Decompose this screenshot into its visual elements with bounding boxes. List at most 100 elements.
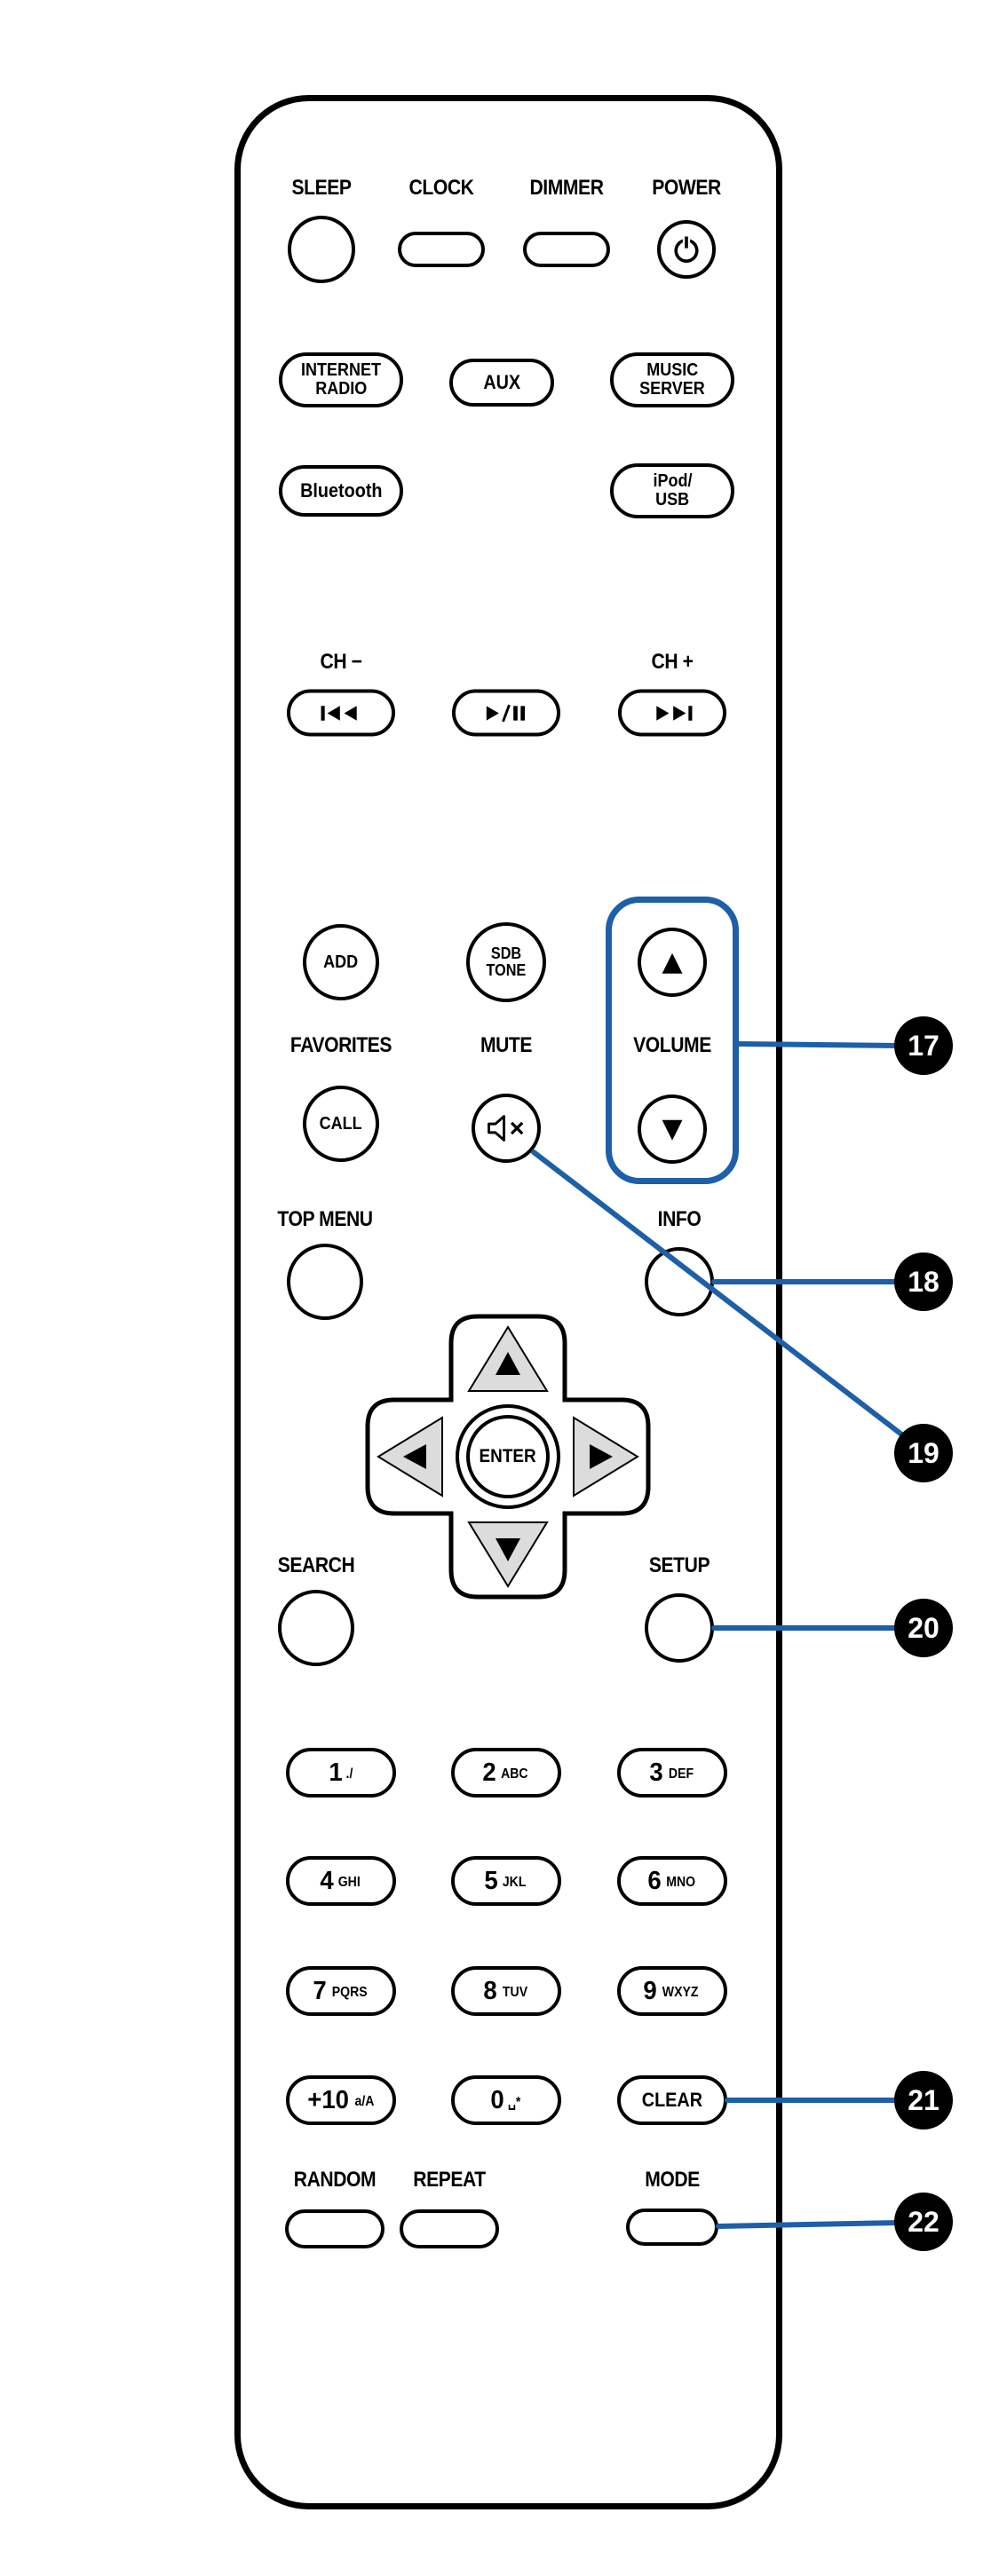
key-digit: 5 <box>484 1866 499 1895</box>
dimmer-label: DIMMER <box>529 176 604 200</box>
key-0-button[interactable]: 0 ␣* <box>451 2075 561 2125</box>
info-label: INFO <box>657 1207 702 1231</box>
ch-minus-label: CH − <box>320 650 362 674</box>
callout-17: 17 <box>894 1016 953 1075</box>
key-letters: TUV <box>502 1985 527 2000</box>
repeat-label: REPEAT <box>413 2168 486 2192</box>
ipod-usb-label-line2: USB <box>654 490 689 510</box>
random-label: RANDOM <box>293 2168 377 2192</box>
skip-forward-button[interactable] <box>618 689 726 737</box>
skip-back-button[interactable] <box>287 689 395 737</box>
random-button[interactable] <box>285 2209 385 2248</box>
triangle-left-icon <box>403 1444 426 1469</box>
favorites-label: FAVORITES <box>289 1033 392 1057</box>
search-button[interactable] <box>278 1590 354 1666</box>
key-digit: 7 <box>313 1976 327 2005</box>
key-1-button[interactable]: 1 ./ <box>286 1748 396 1798</box>
bluetooth-label: Bluetooth <box>299 479 383 502</box>
key-letters: JKL <box>503 1875 527 1890</box>
callout-19: 19 <box>894 1424 953 1482</box>
bluetooth-button[interactable]: Bluetooth <box>279 465 403 517</box>
sleep-label: SLEEP <box>291 176 352 200</box>
key-letters: ␣* <box>508 2095 521 2110</box>
key-8-button[interactable]: 8 TUV <box>451 1966 561 2016</box>
play-pause-button[interactable] <box>452 689 560 737</box>
mode-button[interactable] <box>626 2209 718 2246</box>
clear-label: CLEAR <box>641 2089 703 2112</box>
key-7-button[interactable]: 7 PQRS <box>286 1966 396 2016</box>
music-server-label-line1: MUSIC <box>646 360 698 380</box>
search-label: SEARCH <box>277 1553 355 1577</box>
enter-label: ENTER <box>479 1446 537 1466</box>
play-pause-icon <box>486 704 525 722</box>
sdb-tone-button[interactable]: SDB TONE <box>466 922 546 1002</box>
mute-label: MUTE <box>480 1033 533 1057</box>
setup-button[interactable] <box>645 1593 714 1663</box>
key-9-button[interactable]: 9 WXYZ <box>617 1966 727 2016</box>
key-digit: 6 <box>647 1866 662 1895</box>
ch-plus-label: CH + <box>651 650 694 674</box>
triangle-right-icon <box>590 1444 613 1469</box>
power-label: POWER <box>652 176 721 200</box>
triangle-up-icon <box>496 1352 520 1375</box>
triangle-down-icon: ▼ <box>662 1113 683 1144</box>
enter-button[interactable]: ENTER <box>466 1415 550 1498</box>
key-letters: WXYZ <box>662 1985 699 2000</box>
triangle-down-icon <box>496 1538 520 1561</box>
internet-radio-button[interactable]: INTERNET RADIO <box>279 352 403 407</box>
volume-label: VOLUME <box>633 1033 711 1057</box>
key-2-button[interactable]: 2 ABC <box>451 1748 561 1798</box>
clear-button[interactable]: CLEAR <box>617 2075 727 2125</box>
top-menu-button[interactable] <box>287 1244 363 1320</box>
callout-18: 18 <box>894 1252 953 1311</box>
key-letters: PQRS <box>331 1985 368 2000</box>
internet-radio-label-line2: RADIO <box>314 379 367 399</box>
key-digit: 1 <box>329 1758 343 1787</box>
callout-21: 21 <box>894 2071 953 2130</box>
key-6-button[interactable]: 6 MNO <box>617 1856 727 1906</box>
key-letters: a/A <box>354 2094 375 2109</box>
dimmer-button[interactable] <box>523 232 610 267</box>
music-server-button[interactable]: MUSIC SERVER <box>610 352 734 407</box>
internet-radio-label-line1: INTERNET <box>301 360 381 380</box>
key-letters: DEF <box>668 1766 694 1782</box>
call-button[interactable]: CALL <box>303 1086 379 1162</box>
skip-back-icon <box>321 705 357 721</box>
key-letters: ./ <box>345 1766 353 1782</box>
top-menu-label: TOP MENU <box>277 1207 373 1231</box>
repeat-button[interactable] <box>400 2209 499 2248</box>
callout-22: 22 <box>894 2193 953 2251</box>
skip-forward-icon <box>656 705 693 721</box>
key-digit: 8 <box>483 1976 498 2005</box>
music-server-label-line2: SERVER <box>639 379 705 399</box>
key-plus10-button[interactable]: +10 a/A <box>286 2075 396 2125</box>
sdb-tone-label-line1: SDB <box>490 944 522 963</box>
clock-label: CLOCK <box>408 176 474 200</box>
callout-20: 20 <box>894 1599 953 1657</box>
clock-button[interactable] <box>398 232 485 267</box>
key-digit: 4 <box>320 1866 334 1895</box>
add-label: ADD <box>323 952 359 972</box>
mute-button[interactable] <box>472 1094 541 1163</box>
aux-button[interactable]: AUX <box>449 359 554 407</box>
power-button[interactable] <box>657 220 716 279</box>
add-button[interactable]: ADD <box>303 924 379 1000</box>
volume-down-button[interactable]: ▼ <box>638 1094 707 1164</box>
setup-label: SETUP <box>648 1553 710 1577</box>
mute-speaker-icon <box>488 1115 524 1142</box>
sleep-button[interactable] <box>288 216 355 283</box>
volume-up-button[interactable]: ▲ <box>638 928 707 997</box>
key-4-button[interactable]: 4 GHI <box>286 1856 396 1906</box>
power-icon <box>674 236 699 263</box>
triangle-up-icon: ▲ <box>662 946 683 977</box>
key-digit: +10 <box>307 2085 350 2114</box>
key-letters: ABC <box>501 1766 528 1782</box>
key-3-button[interactable]: 3 DEF <box>617 1748 727 1798</box>
sdb-tone-label-line2: TONE <box>486 961 527 979</box>
ipod-usb-button[interactable]: iPod/ USB <box>610 463 734 518</box>
key-digit: 3 <box>649 1758 664 1787</box>
key-5-button[interactable]: 5 JKL <box>451 1856 561 1906</box>
key-letters: GHI <box>338 1875 361 1890</box>
mode-label: MODE <box>645 2168 700 2192</box>
key-letters: MNO <box>666 1875 695 1890</box>
